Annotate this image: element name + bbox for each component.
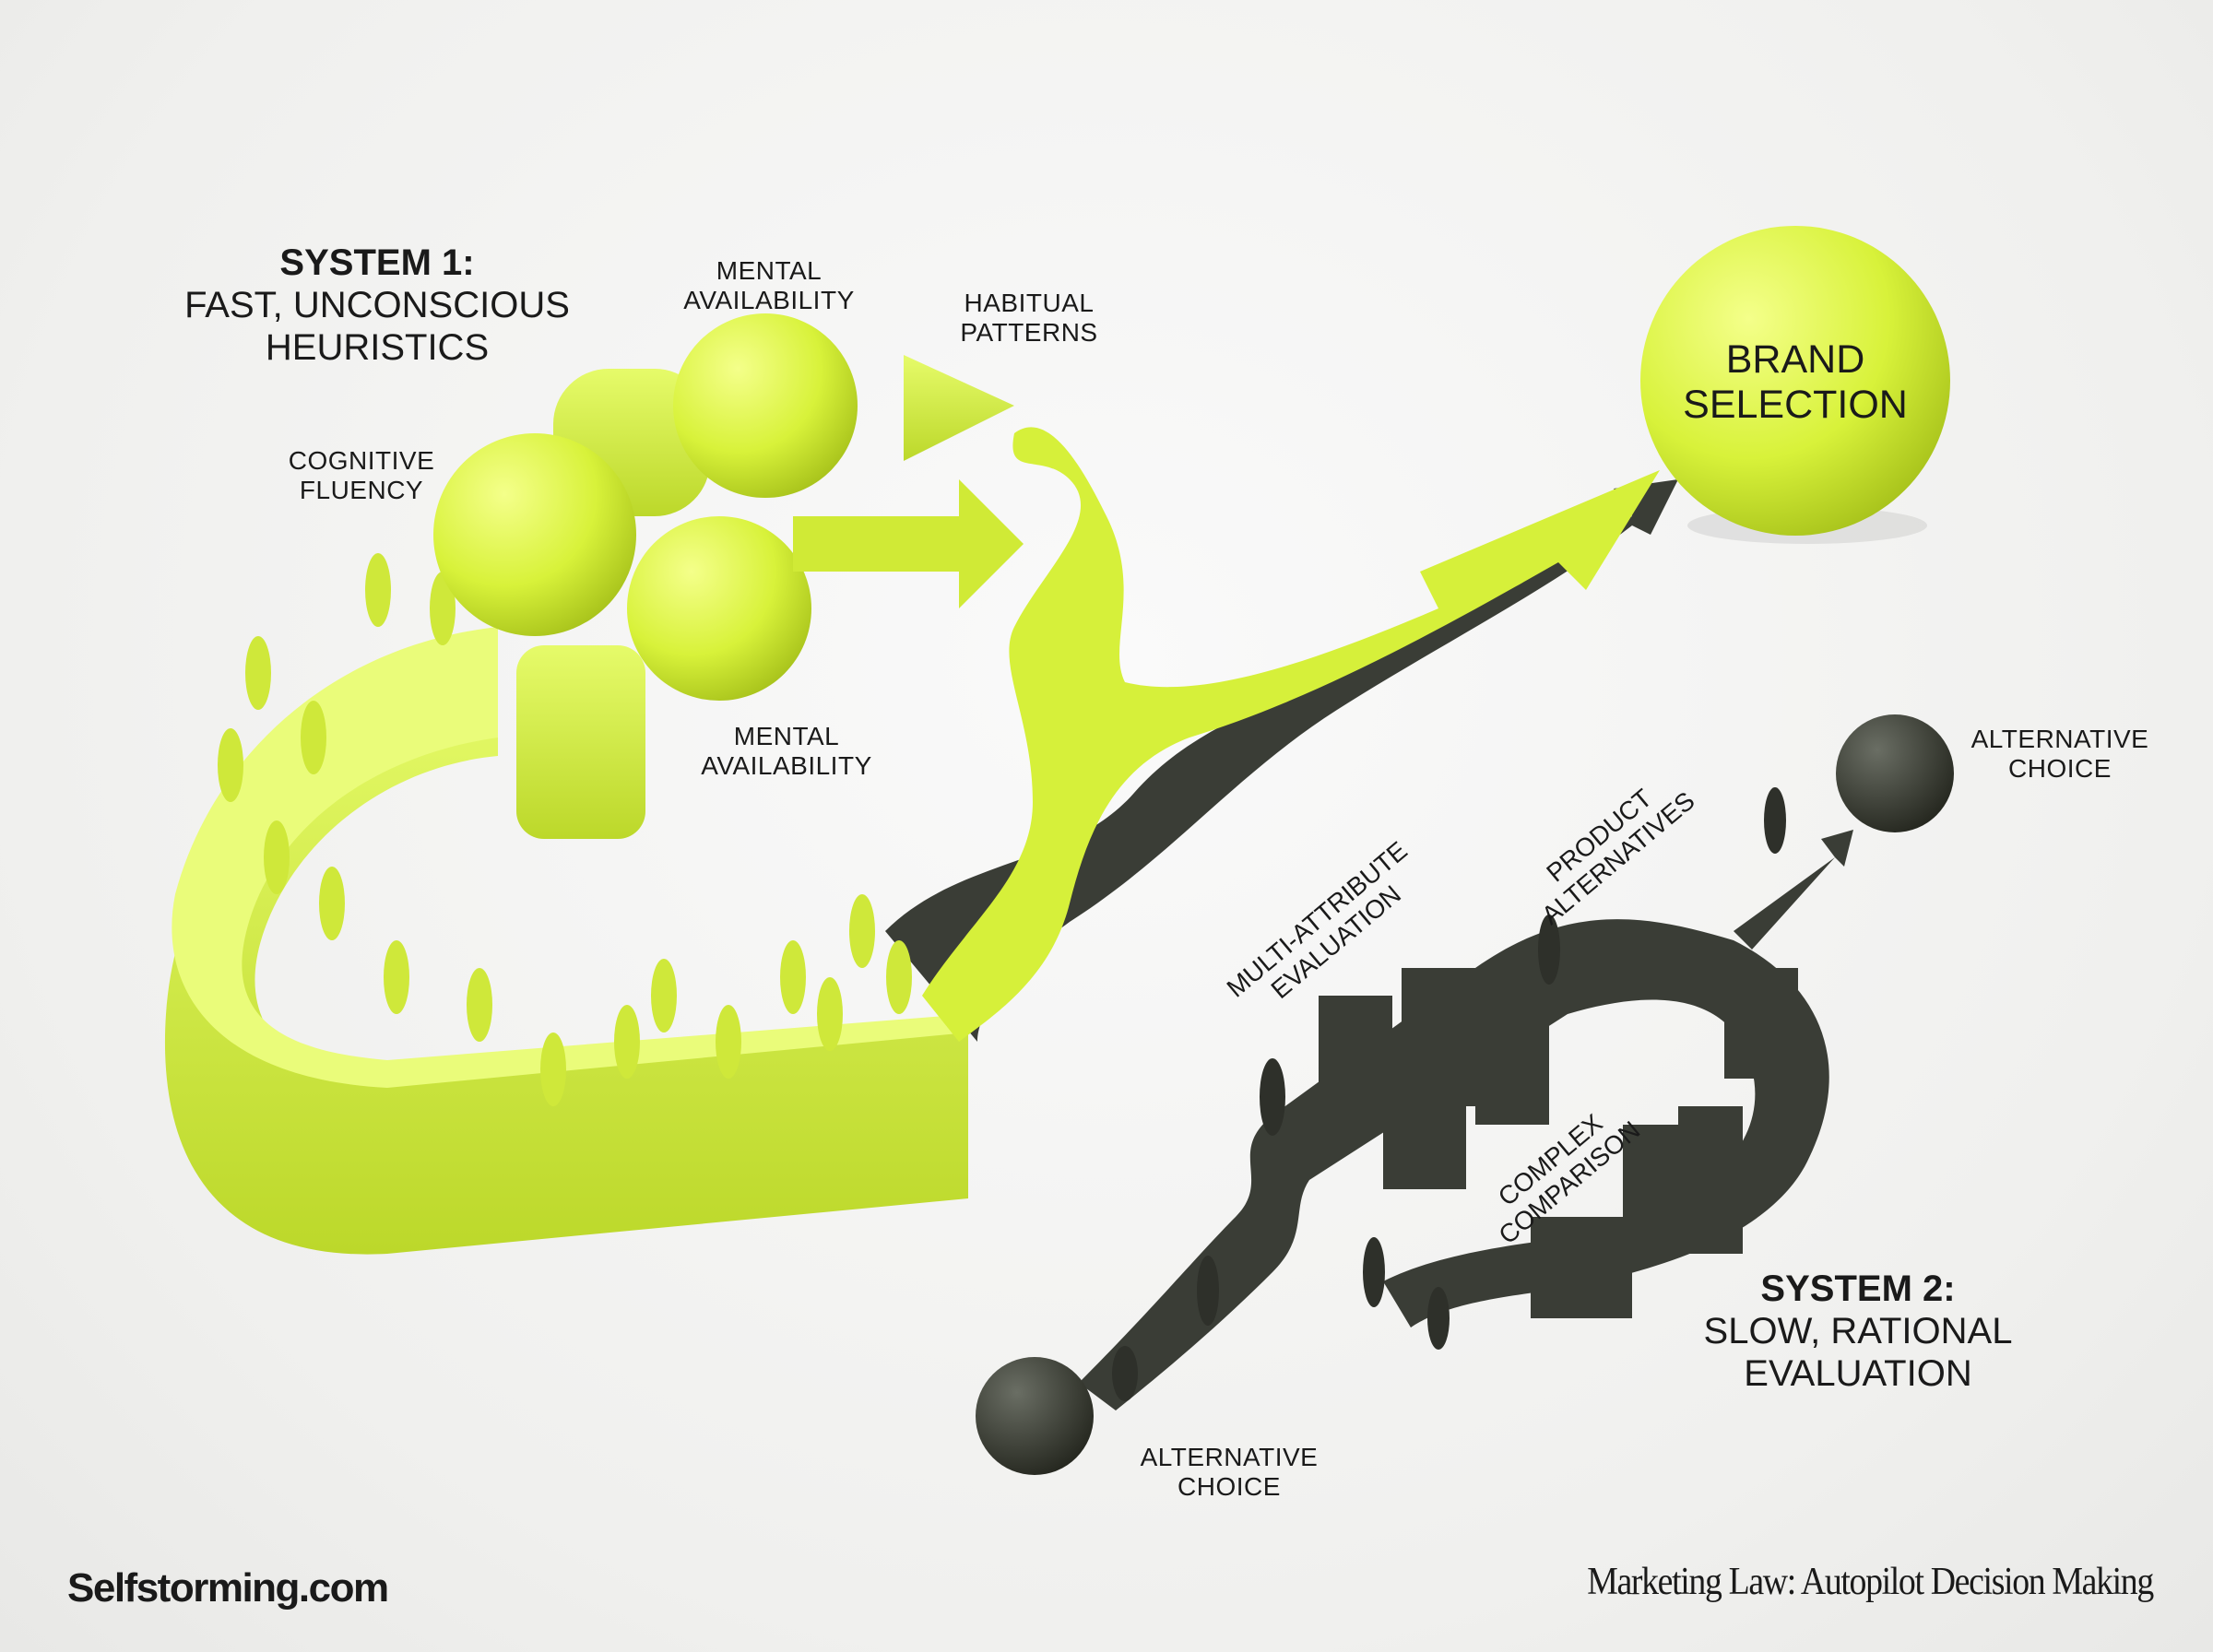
footer-brand: Selfstorming.com [67,1565,389,1611]
system2-heading: SYSTEM 2: [1760,1268,1956,1309]
habit-triangle [904,355,1014,461]
horseshoe-top [172,627,968,1088]
system1-heading: SYSTEM 1: [279,242,475,283]
alternative-choice-sphere-bottom[interactable] [976,1357,1094,1475]
brand-selection-sphere[interactable] [1640,226,1950,536]
footer-title: Marketing Law: Autopilot Decision Making [1587,1561,2154,1603]
label-line: FLUENCY [299,476,424,505]
alternative-choice-sphere-right[interactable] [1836,714,1954,832]
system1-label: SYSTEM 1: FAST, UNCONSCIOUS HEURISTICS [184,242,570,369]
system2-line1: SLOW, RATIONAL [1703,1311,2013,1351]
label-line: BRAND [1725,337,1865,382]
dark-figures [1112,787,1786,1401]
label-line: MENTAL [733,722,840,750]
curved-arrow-small [793,479,1024,608]
system2-line2: EVALUATION [1744,1353,1972,1394]
block-sphere-left [433,433,636,636]
system1-line1: FAST, UNCONSCIOUS [184,285,570,325]
label-line: COGNITIVE [288,446,435,475]
label-line: MENTAL [716,256,822,285]
label-line: HABITUAL [964,289,1095,317]
label-line: AVAILABILITY [683,286,855,315]
label-line: SELECTION [1683,383,1908,428]
label-line: CHOICE [2008,754,2112,784]
block-sphere-top [673,313,858,498]
system1-line2: HEURISTICS [265,327,490,368]
block-cube [516,645,645,839]
horseshoe-platform [164,664,969,1255]
label-line: AVAILABILITY [701,751,872,781]
people-figures [218,553,912,1106]
lime-path-to-brand [922,427,1660,1042]
label-line: PATTERNS [960,318,1098,348]
dark-path-twist [885,479,1678,1042]
system2-exit-arrow [1734,830,1853,950]
system2-label: SYSTEM 2: SLOW, RATIONAL EVALUATION [1704,1268,2013,1395]
block-sphere-mid [627,516,811,701]
label-line: CHOICE [1178,1472,1281,1502]
label-line: ALTERNATIVE [1140,1443,1319,1471]
evaluation-cubes [1319,968,1798,1318]
label-line: ALTERNATIVE [1970,725,2149,753]
